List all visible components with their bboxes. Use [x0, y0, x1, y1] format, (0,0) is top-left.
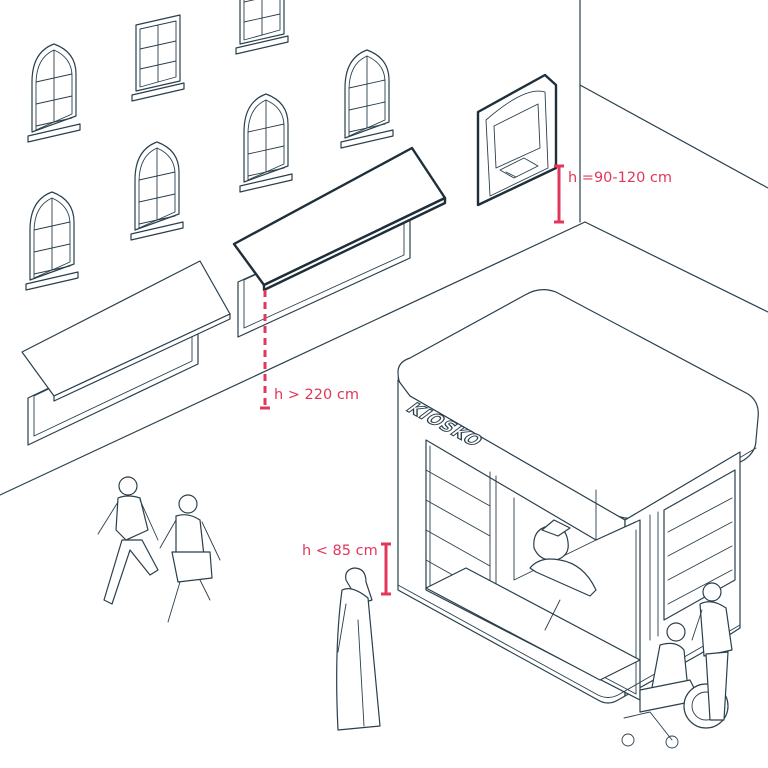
window-arched	[340, 49, 394, 149]
measurement-awning: h > 220 cm	[260, 290, 359, 410]
woman-head	[178, 494, 198, 514]
measurement-atm: h =90-120 cm	[554, 164, 672, 224]
street-edge	[584, 221, 768, 313]
atm-machine	[476, 73, 558, 207]
person-assistant	[691, 582, 733, 721]
window-arched	[25, 191, 79, 291]
shop-awning-left	[21, 260, 231, 446]
window-rect	[131, 14, 185, 102]
window-arched	[239, 93, 293, 193]
window-arched	[27, 43, 81, 143]
window-rect	[235, 0, 289, 55]
building-side-edge	[579, 84, 768, 189]
kiosk-vendor	[529, 519, 597, 597]
shop-awning-center	[232, 146, 447, 338]
measurement-awning-label: h > 220 cm	[274, 387, 359, 403]
measurement-atm-label: h =90-120 cm	[568, 170, 672, 186]
people-walking	[97, 476, 221, 623]
person-standing-hijab	[336, 567, 381, 731]
window-arched	[130, 141, 184, 241]
building	[0, 0, 768, 496]
measurement-counter: h < 85 cm	[302, 542, 391, 596]
man-head	[118, 476, 138, 496]
measurement-counter-label: h < 85 cm	[302, 543, 378, 559]
building-facade-edge	[0, 221, 586, 496]
